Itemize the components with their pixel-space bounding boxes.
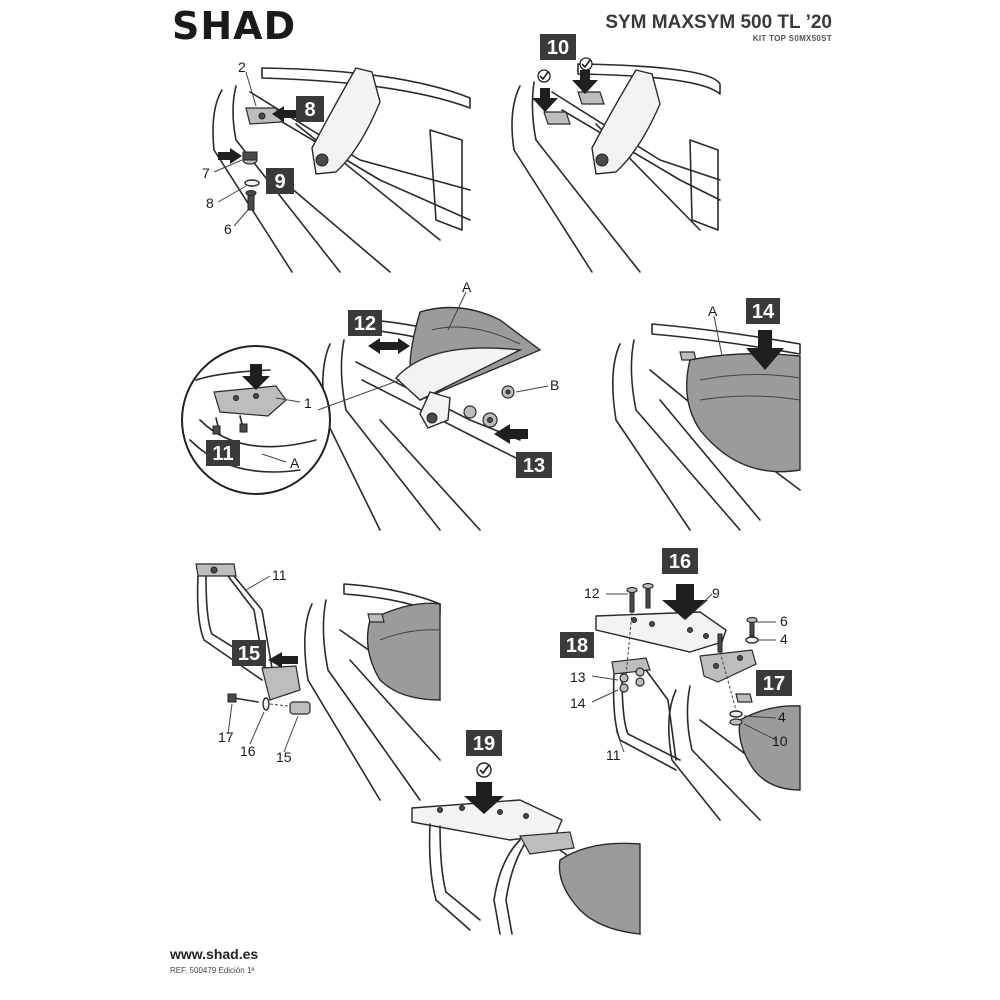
part-label: 11	[606, 747, 621, 763]
down-arrow-icon	[242, 364, 270, 390]
svg-text:17: 17	[763, 673, 785, 695]
part-label: 12	[584, 585, 600, 601]
svg-text:8: 8	[304, 99, 315, 121]
part-label: 8	[206, 195, 214, 211]
part-label: A	[290, 455, 300, 471]
right-arrow-icon	[392, 338, 410, 354]
panel-step-19	[411, 762, 641, 935]
svg-text:14: 14	[752, 301, 775, 323]
part-label: 14	[570, 695, 586, 711]
panel-step-14	[612, 315, 801, 531]
step-11-badge: 11	[206, 440, 240, 466]
step-8-badge: 8	[296, 96, 324, 122]
svg-text:13: 13	[523, 455, 545, 477]
step-18-badge: 18	[560, 632, 594, 658]
step-9-badge: 9	[266, 168, 294, 194]
down-arrow-icon	[572, 70, 598, 94]
part-label: 10	[772, 733, 788, 749]
website-url: www.shad.es	[170, 946, 259, 962]
svg-text:18: 18	[566, 635, 588, 657]
panel-step-10	[511, 57, 721, 273]
part-label: 9	[712, 585, 720, 601]
part-label: 4	[780, 631, 788, 647]
right-arrow-icon	[218, 148, 242, 164]
part-label: 1	[304, 395, 312, 411]
svg-text:19: 19	[473, 733, 495, 755]
page-title: SYM MAXSYM 500 TL ’20	[605, 12, 832, 33]
down-arrow-icon	[662, 584, 708, 620]
document-reference: REF. 500479 Edición 1ª	[170, 966, 255, 975]
step-15-badge: 15	[232, 640, 266, 666]
part-label: A	[708, 303, 718, 319]
checkmark-icon	[539, 71, 549, 81]
svg-text:11: 11	[212, 443, 233, 465]
step-10-badge: 10	[540, 34, 576, 60]
panel-step-8-9	[212, 67, 471, 273]
down-arrow-icon	[746, 330, 784, 370]
panel-step-15	[195, 563, 441, 801]
down-arrow-icon	[464, 782, 504, 814]
step-16-badge: 16	[662, 548, 698, 574]
down-arrow-icon	[532, 88, 558, 112]
step-12-badge: 12	[348, 310, 382, 336]
left-arrow-icon	[268, 652, 298, 668]
step-13-badge: 13	[516, 452, 552, 478]
panel-step-16-17-18	[591, 582, 801, 821]
part-label: B	[550, 377, 559, 393]
step-17-badge: 17	[756, 670, 792, 696]
brand-logo: SHAD	[172, 4, 297, 48]
part-label: 16	[240, 743, 256, 759]
kit-reference: KIT TOP S0MX50ST	[752, 34, 832, 43]
part-label: 17	[218, 729, 234, 745]
svg-text:12: 12	[354, 313, 376, 335]
svg-text:15: 15	[238, 643, 260, 665]
part-label: 6	[224, 221, 232, 237]
step-14-badge: 14	[746, 298, 780, 324]
step-19-badge: 19	[466, 730, 502, 756]
part-label: 4	[778, 709, 786, 725]
left-arrow-icon	[494, 424, 528, 444]
part-label: A	[462, 279, 472, 295]
svg-text:16: 16	[669, 551, 691, 573]
left-arrow-icon	[272, 106, 296, 122]
part-label: 13	[570, 669, 586, 685]
part-label: 7	[202, 165, 210, 181]
part-label: 6	[780, 613, 788, 629]
part-label: 15	[276, 749, 292, 765]
part-label: 2	[238, 59, 246, 75]
part-label: 11	[272, 567, 287, 583]
svg-text:10: 10	[547, 37, 569, 59]
checkmark-icon	[479, 764, 490, 775]
svg-text:9: 9	[274, 171, 285, 193]
checkmark-icon	[581, 59, 591, 69]
